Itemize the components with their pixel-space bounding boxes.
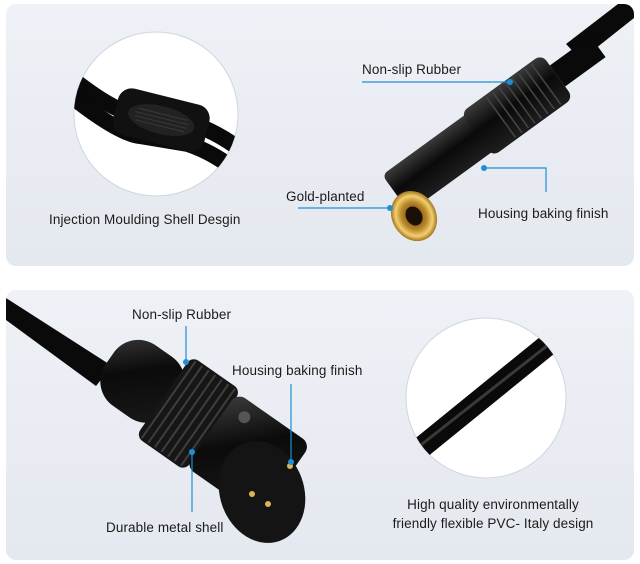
callout-dot-icon	[507, 79, 513, 85]
pvc-label-line-2: friendly flexible PVC- Italy design	[392, 516, 594, 531]
pvc-label-line-1: High quality environmentally	[407, 497, 579, 512]
injection-moulding-label: Injection Moulding Shell Desgin	[49, 212, 241, 227]
xlr-male-connector	[6, 298, 307, 543]
callout-dot-icon	[288, 459, 294, 465]
housing-baking-finish-label-bottom: Housing baking finish	[232, 363, 363, 378]
top-product-illustration	[73, 4, 634, 242]
bottom-callout-lines	[185, 326, 292, 512]
callout-dot-icon	[183, 359, 189, 365]
bottom-product-panel: Non-slip Rubber Housing baking finish Du…	[6, 290, 634, 560]
top-callout-lines	[298, 81, 547, 209]
housing-baking-finish-label-top: Housing baking finish	[478, 206, 609, 221]
callout-dot-icon	[387, 205, 393, 211]
pvc-cable-detail-circle	[405, 317, 567, 479]
durable-metal-shell-label: Durable metal shell	[106, 520, 224, 535]
injection-moulding-detail-circle	[73, 31, 239, 197]
gold-planted-label: Gold-planted	[286, 189, 365, 204]
bottom-product-illustration	[6, 298, 567, 543]
top-product-panel: Injection Moulding Shell Desgin Non-slip…	[6, 4, 634, 266]
non-slip-rubber-label-bottom: Non-slip Rubber	[132, 307, 232, 322]
callout-dot-icon	[189, 449, 195, 455]
non-slip-rubber-label-top: Non-slip Rubber	[362, 62, 462, 77]
callout-dot-icon	[481, 165, 487, 171]
female-jack-connector	[384, 4, 634, 242]
